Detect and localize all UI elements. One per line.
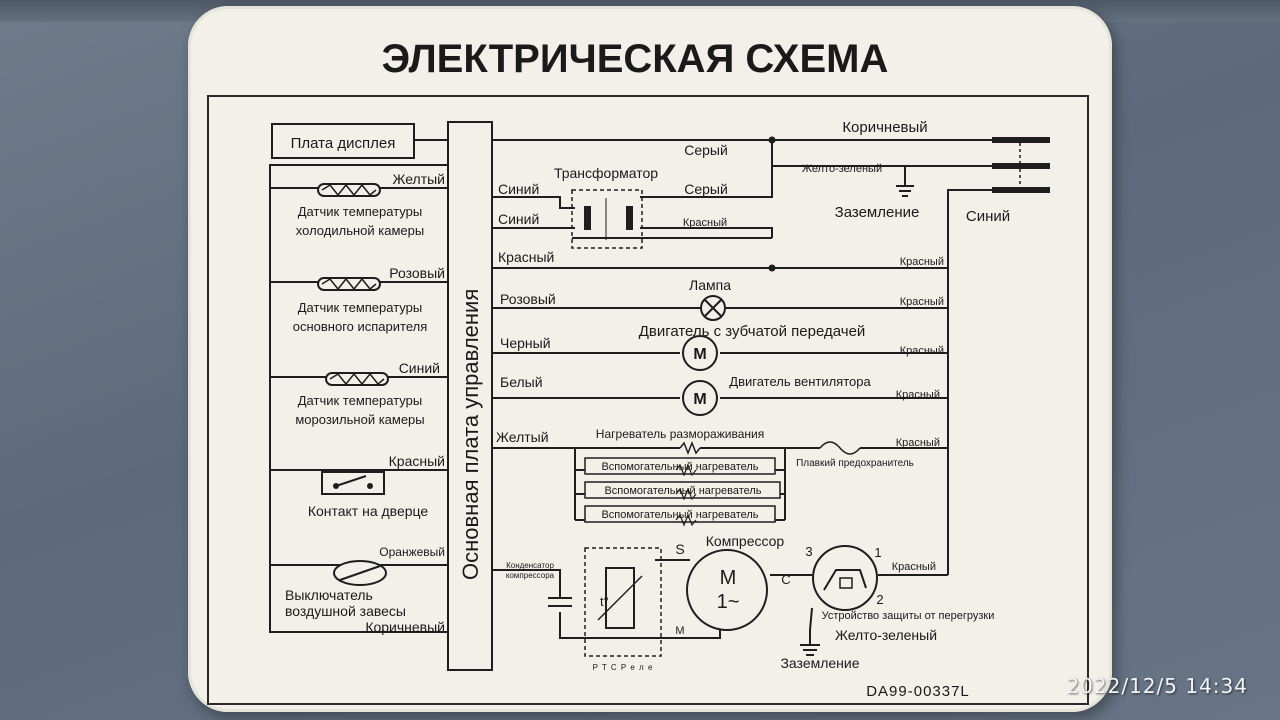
sensor3-wire: Синий xyxy=(399,360,440,376)
lamp-label: Лампа xyxy=(689,277,731,293)
switch-line2: воздушной завесы xyxy=(285,603,406,619)
brown-wire-label: Коричневый xyxy=(842,119,927,136)
lamp-red: Красный xyxy=(900,296,944,308)
ground-icon xyxy=(800,644,820,656)
aux-heater-2-label: Вспомогательный нагреватель xyxy=(604,485,761,497)
overload-pin-1: 1 xyxy=(874,545,881,560)
air-curtain-switch xyxy=(333,560,387,586)
sensor-freezer xyxy=(325,372,389,386)
compressor-label: Компрессор xyxy=(706,533,785,549)
transformer-blue1: Синий xyxy=(498,181,539,197)
ground-icon xyxy=(896,185,914,197)
sensor3-line2: морозильной камеры xyxy=(295,412,424,427)
aux-heater-3-label: Вспомогательный нагреватель xyxy=(601,509,758,521)
door-contact-switch xyxy=(321,471,385,495)
compressor-pin-m: M xyxy=(675,625,684,637)
aux-heater-1 xyxy=(584,457,776,477)
sensor2-wire: Розовый xyxy=(389,265,445,281)
sensor1-line2: холодильной камеры xyxy=(296,223,424,238)
compressor-pin-s: S xyxy=(675,541,684,557)
door-wire: Красный xyxy=(389,453,445,469)
compressor-pin-c: C xyxy=(781,572,790,587)
display-board-label: Плата дисплея xyxy=(291,135,396,152)
lamp-icon xyxy=(700,295,726,321)
compressor-yellow-green: Желто-зеленый xyxy=(835,627,937,643)
yellow-green-label: Желто-зеленый xyxy=(802,163,882,175)
sensor-evaporator xyxy=(317,277,381,291)
transformer-red-out: Красный xyxy=(900,256,944,268)
heater-wire: Желтый xyxy=(496,429,549,445)
sensor-cooling xyxy=(317,183,381,197)
sensor2-line1: Датчик температуры xyxy=(298,300,422,315)
junction-dot xyxy=(768,136,776,144)
part-number: DA99-00337L xyxy=(866,683,970,700)
fan-motor-icon xyxy=(682,380,718,416)
fuse-label: Плавкий предохранитель xyxy=(796,458,914,469)
aux-heater-2 xyxy=(584,481,781,501)
ground-label: Заземление xyxy=(835,204,920,221)
transformer-gray: Серый xyxy=(684,181,728,197)
blue-right-label: Синий xyxy=(966,208,1010,225)
sensor3-line1: Датчик температуры xyxy=(298,393,422,408)
door-contact-label: Контакт на дверце xyxy=(308,503,429,519)
transformer-box xyxy=(571,189,643,249)
gear-motor-symbol: M xyxy=(693,346,706,363)
transformer-red-board: Красный xyxy=(498,249,554,265)
defrost-heater-icon xyxy=(679,440,701,456)
transformer-red-secondary: Красный xyxy=(683,217,727,229)
compressor-symbol-m: M xyxy=(720,567,737,589)
gray-top-label: Серый xyxy=(684,142,728,158)
compressor-red: Красный xyxy=(892,561,936,573)
display-board xyxy=(271,123,415,159)
compressor-symbol-phase: 1~ xyxy=(717,591,740,613)
ptc-temp-symbol: t° xyxy=(600,594,609,609)
compressor-motor-icon xyxy=(686,549,768,631)
transformer-secondary-coil xyxy=(626,206,633,230)
gear-motor-label: Двигатель с зубчатой передачей xyxy=(639,323,866,340)
sensor1-line1: Датчик температуры xyxy=(298,204,422,219)
fan-motor-symbol: M xyxy=(693,391,706,408)
aux-heater-1-label: Вспомогательный нагреватель xyxy=(601,461,758,473)
compressor-ground-label: Заземление xyxy=(780,655,859,671)
transformer-label: Трансформатор xyxy=(554,165,658,181)
gear-motor-red: Красный xyxy=(900,345,944,357)
switch-wire: Оранжевый xyxy=(379,545,445,559)
fan-motor-label: Двигатель вентилятора xyxy=(729,374,871,389)
ptc-relay-box xyxy=(584,547,662,657)
power-plug xyxy=(992,137,1050,193)
fan-motor-wire: Белый xyxy=(500,374,543,390)
main-board-label: Основная плата управления xyxy=(458,289,483,580)
gear-motor-wire: Черный xyxy=(500,335,551,351)
aux-heater-3 xyxy=(584,505,776,527)
switch-wire2: Коричневый xyxy=(365,619,445,635)
sensor2-line2: основного испарителя xyxy=(293,319,428,334)
defrost-heater-label: Нагреватель размораживания xyxy=(596,427,764,441)
capacitor-label-2: компрессора xyxy=(506,571,555,580)
fuse-icon xyxy=(819,441,861,455)
sensor1-wire: Желтый xyxy=(392,171,445,187)
transformer-primary-coil xyxy=(584,206,591,230)
photo-timestamp: 2022/12/5 14:34 xyxy=(1066,674,1248,698)
transformer-blue2: Синий xyxy=(498,211,539,227)
junction-dot xyxy=(768,264,776,272)
overload-pin-3: 3 xyxy=(805,544,812,559)
diagram-frame xyxy=(207,95,1089,705)
main-control-board xyxy=(447,121,493,671)
capacitor-label: Конденсатор xyxy=(506,561,554,570)
fan-motor-red: Красный xyxy=(896,389,940,401)
capacitor-icon xyxy=(548,597,572,607)
fuse-red: Красный xyxy=(896,437,940,449)
overload-label: Устройство защиты от перегрузки xyxy=(822,610,995,622)
lamp-wire: Розовый xyxy=(500,291,556,307)
gear-motor-icon xyxy=(682,335,718,371)
overload-pin-2: 2 xyxy=(876,592,883,607)
switch-line1: Выключатель xyxy=(285,587,373,603)
diagram-title: ЭЛЕКТРИЧЕСКАЯ СХЕМА xyxy=(382,37,889,81)
ptc-relay-label: P T C Р е л е xyxy=(593,663,654,672)
